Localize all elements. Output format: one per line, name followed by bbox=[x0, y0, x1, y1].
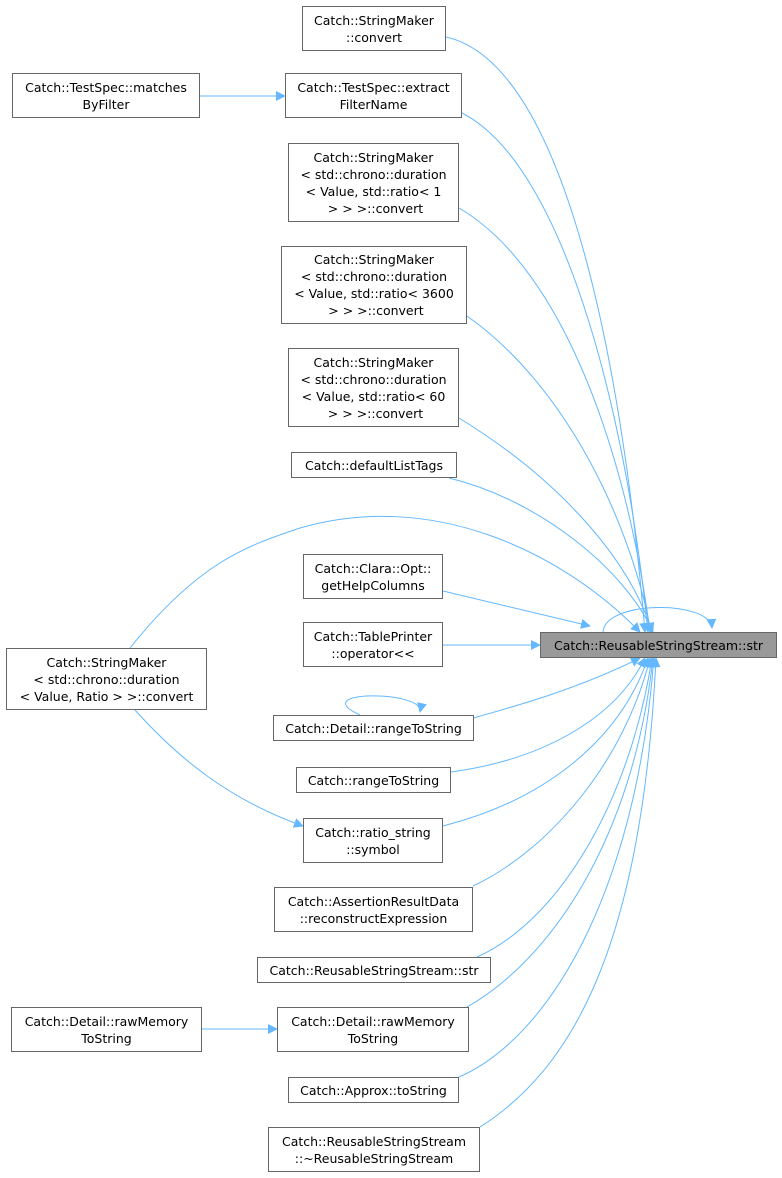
node-label: Catch::Detail::rawMemory ToString bbox=[24, 1013, 189, 1046]
node-label: Catch::StringMaker < std::chrono::durati… bbox=[300, 354, 447, 421]
node-sm-ratio3600[interactable]: Catch::StringMaker < std::chrono::durati… bbox=[281, 246, 467, 324]
node-raw-mem-left[interactable]: Catch::Detail::rawMemory ToString bbox=[11, 1007, 202, 1052]
edge-sm-ratio-to-ratio-symbol bbox=[134, 709, 304, 828]
node-label: Catch::TablePrinter ::operator<< bbox=[313, 628, 433, 661]
edge-default-tags-to-target bbox=[448, 477, 654, 633]
node-label: Catch::Clara::Opt:: getHelpColumns bbox=[314, 560, 432, 593]
node-label: Catch::StringMaker < std::chrono::durati… bbox=[300, 149, 447, 216]
node-label: Catch::AssertionResultData ::reconstruct… bbox=[287, 893, 460, 926]
edge-detail-range-to-target bbox=[469, 657, 641, 720]
edge-sm-ratio1-to-target bbox=[458, 207, 654, 633]
edge-range-to-target bbox=[450, 657, 646, 773]
node-label: Catch::StringMaker < std::chrono::durati… bbox=[294, 252, 454, 318]
edge-sm-ratio-to-target bbox=[129, 515, 641, 649]
node-label: Catch::TestSpec::extract FilterName bbox=[297, 79, 450, 112]
node-label: Catch::Detail::rangeToString bbox=[285, 720, 462, 736]
node-label: Catch::Approx::toString bbox=[300, 1082, 447, 1098]
node-label: Catch::Detail::rawMemory ToString bbox=[291, 1013, 455, 1046]
edge-rss-dtor-to-target bbox=[479, 657, 661, 1128]
node-sm-ratio[interactable]: Catch::StringMaker < std::chrono::durati… bbox=[6, 648, 207, 710]
node-label: Catch::defaultListTags bbox=[304, 457, 443, 473]
node-default-tags[interactable]: Catch::defaultListTags bbox=[291, 452, 457, 478]
node-label: Catch::ReusableStringStream ::~ReusableS… bbox=[281, 1133, 467, 1166]
edge-assert-data-to-target bbox=[472, 657, 653, 887]
node-label: Catch::TestSpec::matches ByFilter bbox=[25, 79, 187, 112]
edge-rss-str-to-target bbox=[476, 657, 656, 958]
edge-sm-convert-to-target bbox=[445, 36, 650, 633]
node-target: Catch::ReusableStringStream::str bbox=[540, 632, 777, 658]
edge-ratio-symbol-to-target bbox=[442, 657, 650, 827]
edges bbox=[129, 36, 717, 1128]
edge-target-to-target bbox=[602, 607, 717, 633]
edge-approx-to-target bbox=[458, 657, 659, 1078]
node-sm-ratio60[interactable]: Catch::StringMaker < std::chrono::durati… bbox=[288, 348, 459, 427]
node-label: Catch::ReusableStringStream::str bbox=[269, 962, 479, 978]
node-ts-extract[interactable]: Catch::TestSpec::extract FilterName bbox=[285, 73, 462, 118]
node-rss-str[interactable]: Catch::ReusableStringStream::str bbox=[257, 957, 491, 983]
node-label: Catch::rangeToString bbox=[307, 772, 440, 788]
node-detail-range[interactable]: Catch::Detail::rangeToString bbox=[273, 715, 474, 741]
node-label: Catch::StringMaker < std::chrono::durati… bbox=[19, 654, 194, 704]
node-label: Catch::StringMaker ::convert bbox=[314, 12, 434, 45]
node-assert-data[interactable]: Catch::AssertionResultData ::reconstruct… bbox=[274, 887, 473, 932]
node-ts-matches[interactable]: Catch::TestSpec::matches ByFilter bbox=[12, 73, 200, 118]
node-range[interactable]: Catch::rangeToString bbox=[296, 767, 451, 793]
node-rss-dtor[interactable]: Catch::ReusableStringStream ::~ReusableS… bbox=[268, 1127, 480, 1172]
edge-detail-range-to-detail-range bbox=[345, 695, 427, 716]
node-ratio-symbol[interactable]: Catch::ratio_string ::symbol bbox=[303, 818, 443, 863]
node-sm-convert[interactable]: Catch::StringMaker ::convert bbox=[302, 6, 446, 51]
node-table-printer[interactable]: Catch::TablePrinter ::operator<< bbox=[303, 622, 443, 667]
node-sm-ratio1[interactable]: Catch::StringMaker < std::chrono::durati… bbox=[288, 143, 459, 222]
edge-sm-ratio3600-to-target bbox=[466, 315, 655, 633]
edge-ts-extract-to-target bbox=[459, 111, 653, 633]
edge-raw-mem-to-target bbox=[466, 657, 657, 1008]
edge-clara-help-to-target bbox=[442, 590, 591, 629]
node-raw-mem[interactable]: Catch::Detail::rawMemory ToString bbox=[277, 1007, 469, 1052]
node-approx[interactable]: Catch::Approx::toString bbox=[288, 1077, 459, 1103]
node-clara-help[interactable]: Catch::Clara::Opt:: getHelpColumns bbox=[303, 554, 443, 599]
node-label: Catch::ratio_string ::symbol bbox=[315, 824, 431, 857]
node-label: Catch::ReusableStringStream::str bbox=[553, 637, 764, 653]
edge-sm-ratio60-to-target bbox=[458, 417, 655, 633]
